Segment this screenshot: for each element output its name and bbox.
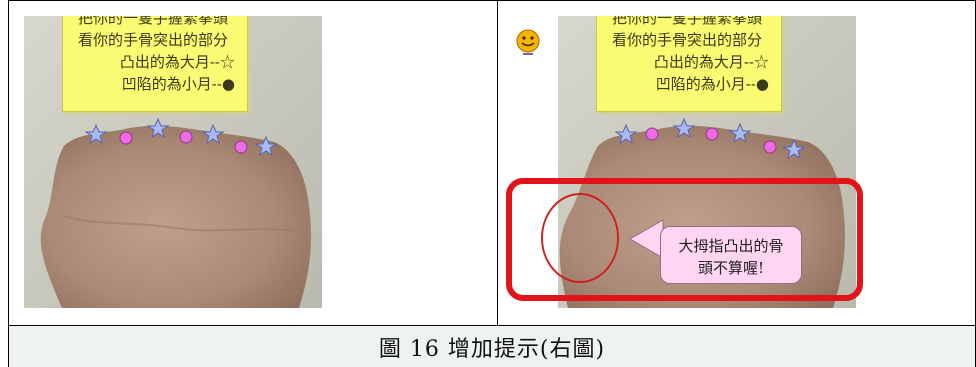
left-hand-photo: 把你的一隻手握緊拳頭 看你的手骨突出的部分 凸出的為大月--☆ 凹陷的為小月--… bbox=[24, 16, 322, 308]
thumb-note-callout: 大拇指凸出的骨 頭不算喔! bbox=[660, 226, 802, 284]
right-note-line-1: 把你的一隻手握緊拳頭 bbox=[611, 16, 762, 27]
right-note-line-2: 看你的手骨突出的部分 bbox=[611, 31, 762, 49]
right-note-line-4: 凹陷的為小月--● bbox=[655, 75, 769, 93]
right-instruction-note: 把你的一隻手握緊拳頭 看你的手骨突出的部分 凸出的為大月--☆ 凹陷的為小月--… bbox=[596, 16, 782, 112]
right-figure-cell: 把你的一隻手握緊拳頭 看你的手骨突出的部分 凸出的為大月--☆ 凹陷的為小月--… bbox=[498, 1, 976, 325]
star-icon bbox=[782, 138, 806, 160]
left-knuckle-markers bbox=[84, 117, 278, 157]
circle-marker-icon bbox=[119, 131, 133, 145]
star-icon bbox=[201, 123, 225, 145]
circle-marker-icon bbox=[705, 127, 719, 141]
right-hand-photo: 把你的一隻手握緊拳頭 看你的手骨突出的部分 凸出的為大月--☆ 凹陷的為小月--… bbox=[558, 16, 856, 308]
figure-table: 把你的一隻手握緊拳頭 看你的手骨突出的部分 凸出的為大月--☆ 凹陷的為小月--… bbox=[8, 0, 976, 367]
left-instruction-note: 把你的一隻手握緊拳頭 看你的手骨突出的部分 凸出的為大月--☆ 凹陷的為小月--… bbox=[62, 16, 248, 112]
left-note-line-1: 把你的一隻手握緊拳頭 bbox=[77, 16, 228, 27]
caption-cell: 圖 16 增加提示(右圖) bbox=[9, 326, 975, 367]
circle-marker-icon bbox=[763, 140, 777, 154]
circle-marker-icon bbox=[179, 130, 193, 144]
smiley-icon bbox=[516, 29, 540, 55]
star-icon bbox=[672, 117, 696, 139]
left-figure-cell: 把你的一隻手握緊拳頭 看你的手骨突出的部分 凸出的為大月--☆ 凹陷的為小月--… bbox=[10, 1, 497, 325]
callout-line-1: 大拇指凸出的骨 bbox=[678, 237, 784, 255]
star-icon bbox=[614, 123, 638, 145]
left-note-line-3: 凸出的為大月--☆ bbox=[119, 53, 235, 71]
fist-shape bbox=[40, 125, 311, 308]
thumb-circle bbox=[541, 193, 619, 283]
left-note-line-4: 凹陷的為小月--● bbox=[121, 75, 235, 93]
right-knuckle-markers bbox=[614, 117, 806, 160]
star-icon bbox=[146, 117, 170, 139]
circle-marker-icon bbox=[234, 140, 248, 154]
star-icon bbox=[254, 135, 278, 157]
callout-line-2: 頭不算喔! bbox=[697, 259, 765, 277]
left-note-line-2: 看你的手骨突出的部分 bbox=[77, 31, 228, 49]
table-row-divider bbox=[9, 325, 975, 326]
star-icon bbox=[84, 123, 108, 145]
callout-tail bbox=[628, 219, 664, 259]
right-note-line-3: 凸出的為大月--☆ bbox=[653, 53, 769, 71]
circle-marker-icon bbox=[645, 127, 659, 141]
figure-caption: 圖 16 增加提示(右圖) bbox=[378, 336, 606, 362]
red-highlight-overlay bbox=[506, 178, 863, 301]
star-icon bbox=[728, 122, 752, 144]
highlight-rectangle bbox=[506, 178, 863, 301]
table-top-border bbox=[9, 0, 975, 1]
table-column-divider bbox=[497, 0, 498, 326]
